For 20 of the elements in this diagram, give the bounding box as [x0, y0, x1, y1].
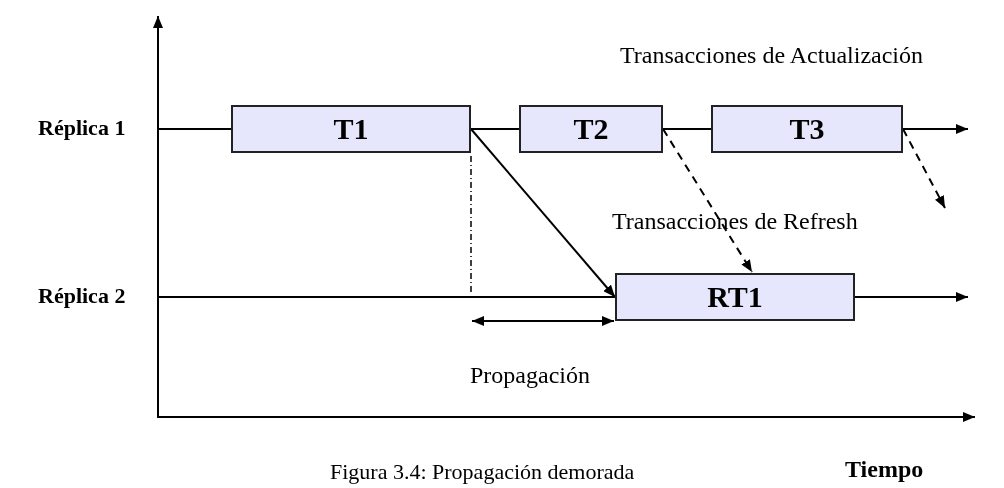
timeline-line — [157, 296, 616, 298]
transaction-box: T2 — [519, 105, 663, 153]
transaction-box: RT1 — [615, 273, 855, 321]
timeline-line — [157, 128, 232, 130]
arrow — [854, 292, 969, 302]
transaction-box: T3 — [711, 105, 903, 153]
transaction-box: T1 — [231, 105, 471, 153]
arrow — [902, 128, 946, 209]
text-label: Propagación — [470, 362, 590, 389]
arrow — [662, 128, 753, 273]
text-label: Transacciones de Actualización — [620, 42, 923, 69]
bold-label: Réplica 2 — [38, 284, 126, 309]
timeline-line — [662, 128, 712, 130]
arrow — [470, 128, 616, 298]
bold-label: Tiempo — [845, 456, 924, 483]
arrow — [902, 124, 969, 134]
text-label: Transacciones de Refresh — [612, 208, 858, 235]
timeline-line — [470, 128, 520, 130]
bold-label: Réplica 1 — [38, 116, 126, 141]
figure-caption: Figura 3.4: Propagación demorada — [330, 460, 635, 485]
